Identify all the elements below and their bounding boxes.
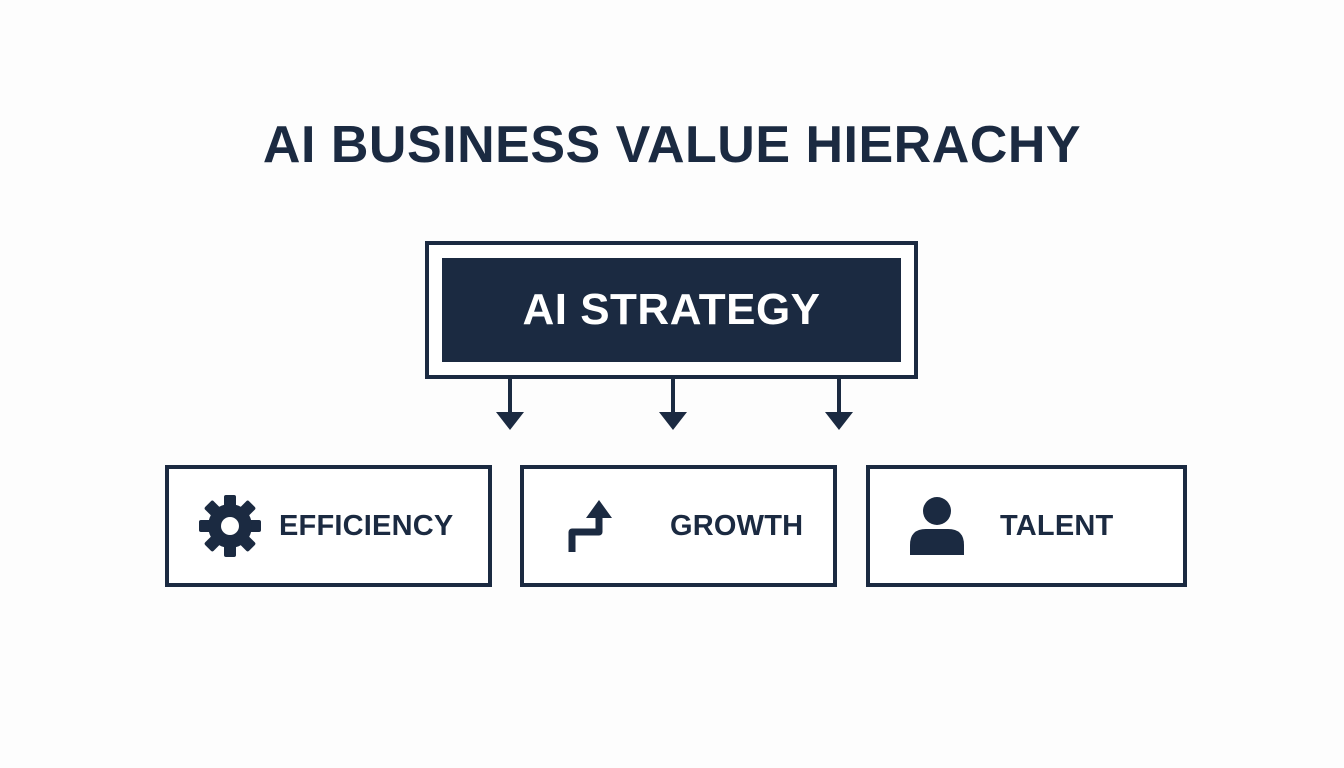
ai-strategy-node-fill: AI STRATEGY — [442, 258, 901, 362]
arrow-to-growth — [659, 378, 687, 430]
efficiency-label: EFFICIENCY — [279, 509, 454, 542]
ai-strategy-label: AI STRATEGY — [522, 285, 821, 334]
diagram-title: AI BUSINESS VALUE HIERACHY — [262, 116, 1082, 174]
gear-icon — [195, 491, 265, 561]
growth-label: GROWTH — [670, 509, 804, 542]
talent-label: TALENT — [1000, 509, 1114, 542]
person-icon — [902, 491, 972, 561]
growth-node: GROWTH — [520, 465, 837, 587]
talent-node: TALENT — [866, 465, 1187, 587]
ai-strategy-node: AI STRATEGY — [425, 241, 918, 379]
arrow-to-efficiency — [496, 378, 524, 430]
arrow-to-talent — [825, 378, 853, 430]
efficiency-node: EFFICIENCY — [165, 465, 492, 587]
upward-arrow-icon — [558, 491, 628, 561]
